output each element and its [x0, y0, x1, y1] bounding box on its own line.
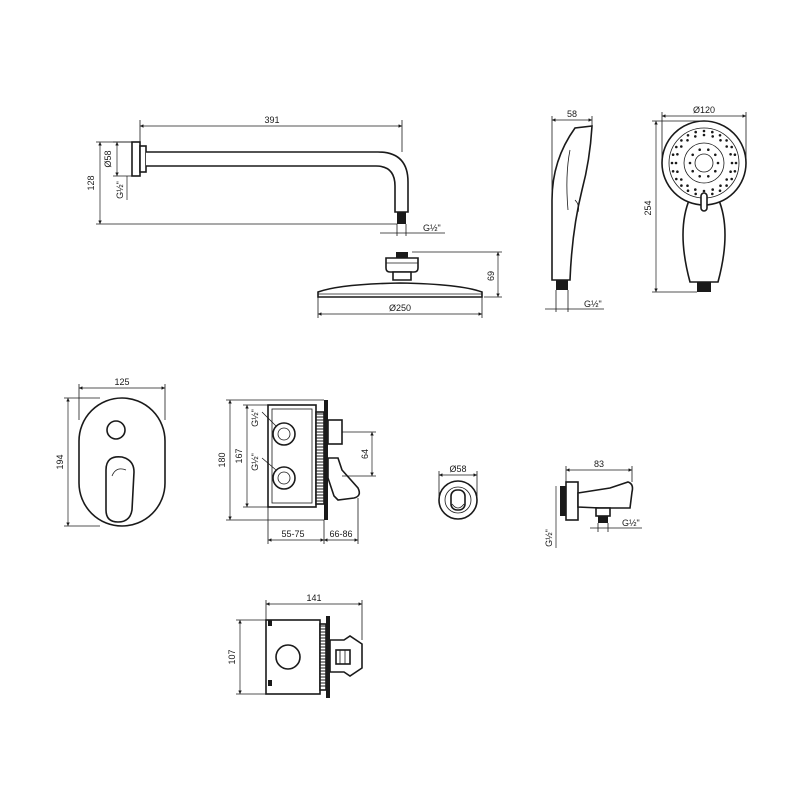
thread-hatching	[316, 413, 324, 502]
outlet-dia-label: Ø58	[449, 464, 466, 474]
nozzle-dot	[688, 161, 692, 165]
nozzle-dot	[716, 161, 720, 165]
box-spacing-label: 64	[360, 449, 370, 459]
nozzle-dot	[671, 170, 675, 173]
holder-outlet-drawing	[555, 466, 642, 548]
nozzle-dot	[733, 170, 737, 173]
concealed-body-drawing	[236, 600, 363, 698]
nozzle-dot	[694, 188, 697, 191]
nozzle-dot	[680, 139, 683, 142]
cover-plate-drawing	[64, 384, 166, 527]
nozzle-dot	[711, 135, 714, 138]
nozzle-dot	[676, 153, 679, 156]
nozzle-dot	[730, 177, 733, 181]
arm-length-label: 391	[264, 115, 279, 125]
nozzle-dot	[730, 145, 733, 149]
head-height-label: 69	[486, 271, 496, 281]
box-thread-bottom-label: G½"	[250, 453, 260, 471]
nozzle-dot	[725, 178, 728, 181]
hand-length-label: 254	[643, 200, 653, 215]
nozzle-dot	[719, 184, 722, 187]
hand-shower-side-drawing	[545, 116, 604, 312]
nozzle-dot	[707, 148, 710, 151]
body-height-label: 107	[227, 649, 237, 664]
nozzle-dot	[730, 161, 734, 165]
nozzle-dot	[691, 153, 694, 157]
box-depth-label: 55-75	[281, 529, 304, 539]
plate-height-label: 194	[55, 454, 65, 469]
nozzle-dot	[680, 178, 683, 181]
hand-face-dia-label: Ø120	[693, 105, 715, 115]
nozzle-dot	[680, 184, 683, 187]
concealed-box-side-drawing	[226, 399, 376, 544]
nozzle-dot	[675, 145, 678, 149]
nozzle-dot	[725, 184, 728, 187]
holder-length-label: 83	[594, 459, 604, 469]
shower-arm-drawing	[96, 120, 445, 236]
nozzle-dot	[729, 170, 732, 173]
nozzle-dot	[711, 130, 714, 134]
box-inner-height-label: 167	[234, 448, 244, 463]
nozzle-dot	[676, 170, 679, 173]
thread-hatching	[320, 625, 326, 687]
nozzle-dot	[702, 133, 706, 137]
nozzle-dot	[711, 188, 714, 191]
rain-head-drawing	[317, 251, 502, 318]
nozzle-dot	[698, 175, 701, 178]
hand-shower-face-drawing	[652, 112, 747, 293]
nozzle-dot	[691, 169, 694, 173]
nozzle-dot	[725, 145, 728, 148]
nozzle-dot	[702, 189, 706, 193]
nozzle-dot	[725, 139, 728, 142]
nozzle-dot	[686, 134, 690, 137]
holder-thread-right-label: G½"	[622, 518, 640, 528]
nozzle-dot	[670, 161, 674, 165]
holder-thread-left-label: G½"	[544, 529, 554, 547]
arm-dia-label: Ø58	[103, 150, 113, 167]
nozzle-dot	[694, 130, 697, 134]
nozzle-dot	[686, 189, 690, 192]
nozzle-dot	[729, 153, 732, 156]
nozzle-dot	[733, 153, 737, 156]
nozzle-dot	[707, 175, 710, 178]
box-outer-height-label: 180	[217, 452, 227, 467]
nozzle-dot	[718, 134, 722, 137]
nozzle-dot	[711, 192, 714, 196]
nozzle-dot	[714, 153, 717, 157]
nozzle-dot	[734, 161, 738, 165]
nozzle-dot	[686, 139, 689, 142]
nozzle-dot	[702, 129, 706, 133]
nozzle-dot	[671, 153, 675, 156]
nozzle-dot	[686, 184, 689, 187]
nozzle-dot	[714, 169, 717, 173]
arm-height-label: 128	[86, 175, 96, 190]
hand-side-width-label: 58	[567, 109, 577, 119]
box-thread-top-label: G½"	[250, 409, 260, 427]
wall-outlet-drawing	[438, 471, 478, 520]
nozzle-dot	[680, 145, 683, 148]
body-width-label: 141	[306, 593, 321, 603]
nozzle-dot	[694, 192, 697, 196]
nozzle-dot	[719, 139, 722, 142]
head-dia-label: Ø250	[389, 303, 411, 313]
hand-side-thread-label: G½"	[584, 299, 602, 309]
nozzle-dot	[718, 189, 722, 192]
plate-width-label: 125	[114, 377, 129, 387]
lever-depth-label: 66-86	[329, 529, 352, 539]
arm-outlet-thread-label: G½"	[423, 223, 441, 233]
nozzle-dot	[675, 177, 678, 181]
arm-thread-label: G½"	[115, 181, 125, 199]
nozzle-dot	[698, 148, 701, 151]
nozzle-dot	[674, 161, 678, 165]
nozzle-dot	[694, 135, 697, 138]
